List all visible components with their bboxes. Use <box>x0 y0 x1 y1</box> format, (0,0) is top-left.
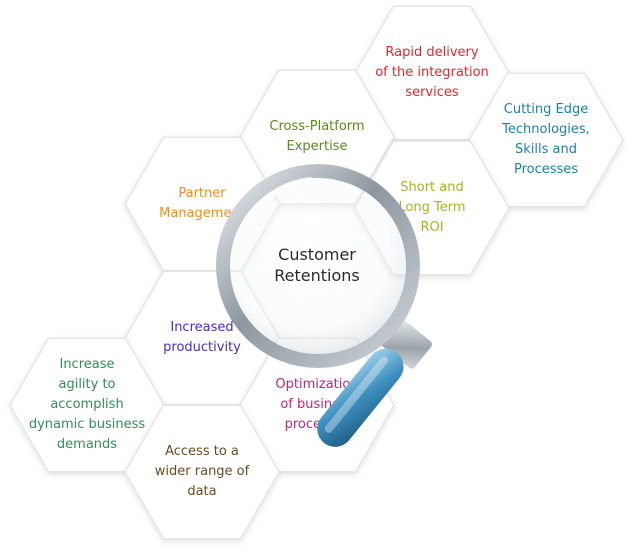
hexagon-label-rapid-delivery: Rapid delivery of the integration servic… <box>375 45 489 100</box>
hexagon-label-increased-productivity: Increased productivity <box>163 320 241 355</box>
hexagon-label-cross-platform: Cross-Platform Expertise <box>269 119 365 154</box>
hexagon-label-cutting-edge: Cutting Edge Technologies, Skills and Pr… <box>502 102 590 177</box>
hexagon-label-short-long-roi: Short and Long Term ROI <box>398 180 466 235</box>
hexagon-cutting-edge <box>468 72 624 208</box>
hexagon-label-partner-management: Partner Management <box>159 186 245 221</box>
center-title: Customer Retentions <box>274 245 360 285</box>
hexagon-label-increase-agility: Increase agility to accomplish dynamic b… <box>28 357 146 452</box>
hexagon-label-optimization: Optimization of business processes <box>275 377 359 432</box>
hexagon-label-wider-data: Access to a wider range of data <box>154 444 250 499</box>
hexagon-wider-data <box>124 404 280 540</box>
